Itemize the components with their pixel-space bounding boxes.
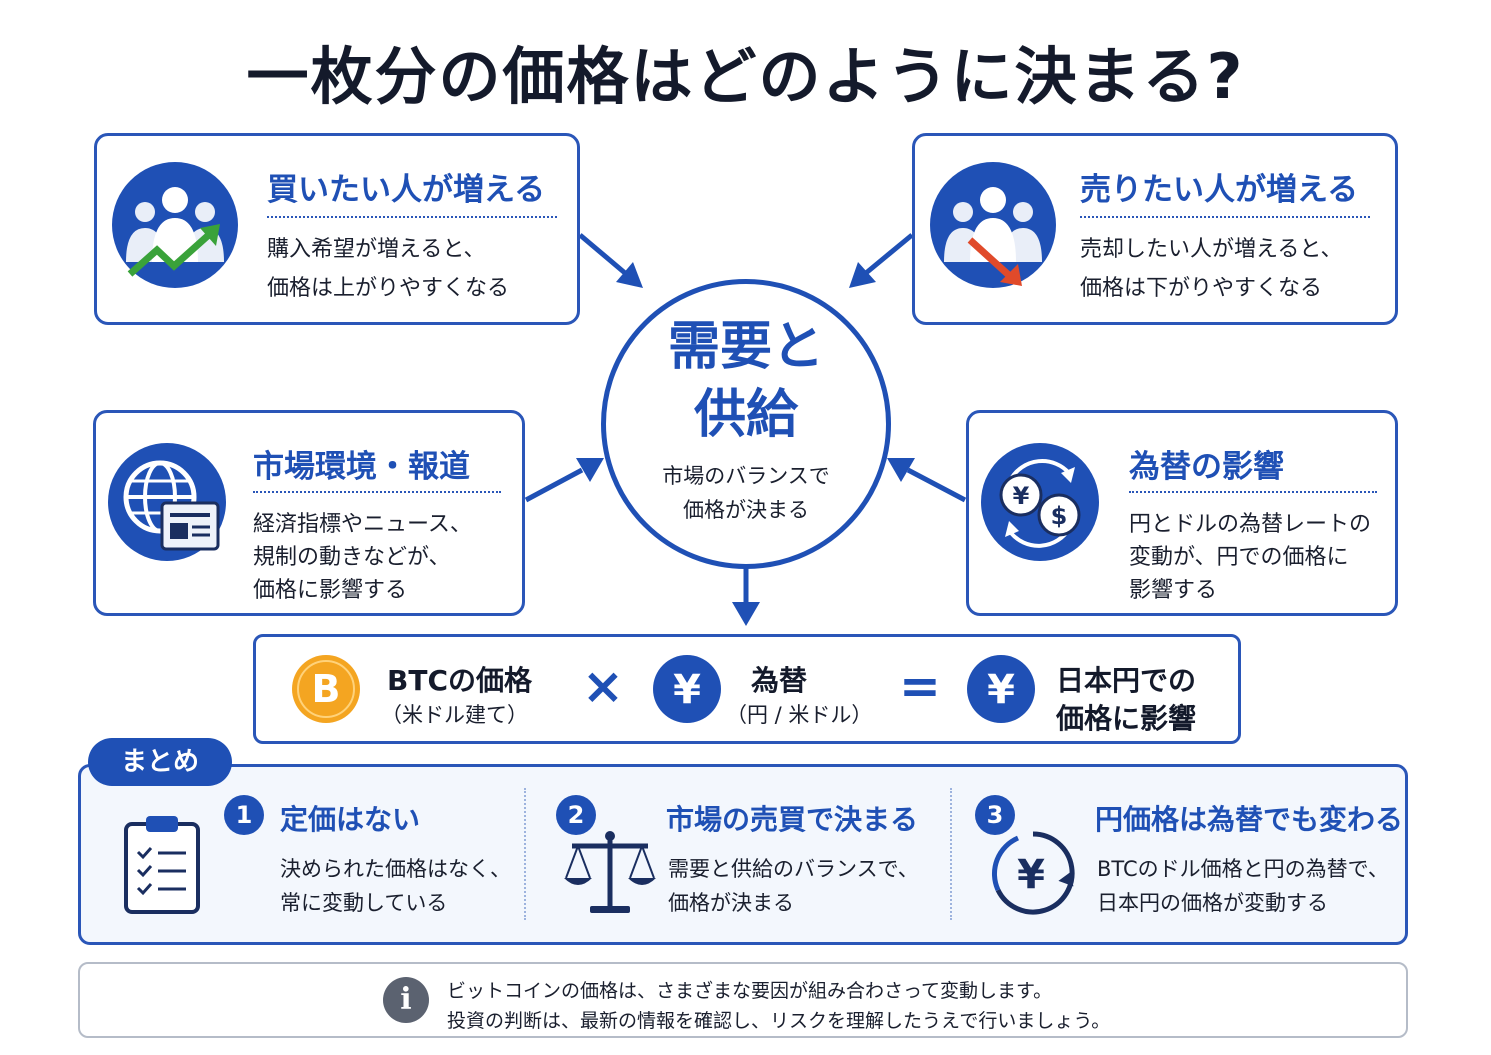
fx-card: ¥ $ 為替の影響 円とドルの為替レートの 変動が、円での価格に 影響する [966,410,1398,616]
fx-body-line2: 変動が、円での価格に [1129,545,1349,570]
equals-sign: = [899,657,941,715]
note-line1: ビットコインの価格は、さまざまな要因が組み合わさって変動します。 [447,980,1053,1002]
page-title: 一枚分の価格はどのように決まる? [246,40,1245,113]
summary-box [78,764,1408,945]
buyers-body-line1: 購入希望が増えると、 [267,237,486,262]
fx-sub: （円 / 米ドル） [726,703,873,727]
people-decline-icon [930,162,1056,288]
summary-tag: まとめ [88,738,232,786]
center-sub-line2: 価格が決まる [683,498,809,522]
arrow-market-to-center [524,458,604,503]
summary-body-1-line1: 決められた価格はなく、 [280,857,511,881]
arrow-sellers-to-center [849,233,914,288]
info-icon: i [383,977,429,1023]
buyers-card: 買いたい人が増える 購入希望が増えると、 価格は上がりやすくなる [94,133,580,325]
clipboard-checklist-icon [120,812,206,918]
sellers-title: 売りたい人が増える [1080,172,1359,208]
buyers-title: 買いたい人が増える [267,172,546,208]
arrow-center-to-formula [732,560,760,626]
people-growth-icon [112,162,238,288]
center-title-line1: 需要と [667,317,824,377]
yen-symbol-2: ¥ [987,667,1015,713]
summary-title-2: 市場の売買で決まる [666,803,919,836]
market-card: 市場環境・報道 経済指標やニュース、 規制の動きなどが、 価格に影響する [93,410,525,616]
yen-dollar-exchange-icon: ¥ $ [981,443,1099,561]
summary-divider-2 [950,788,952,920]
yen-icon: ¥ [651,653,723,725]
sellers-body-line2: 価格は下がりやすくなる [1080,276,1323,301]
sellers-card: 売りたい人が増える 売却したい人が増えると、 価格は下がりやすくなる [912,133,1398,325]
arrow-fx-to-center [887,458,967,503]
buyers-body-line2: 価格は上がりやすくなる [267,276,510,301]
market-title: 市場環境・報道 [253,449,470,485]
result-line1: 日本円での [1056,664,1197,697]
summary-title-3: 円価格は為替でも変わる [1095,803,1404,836]
summary-body-3-line1: BTCのドル価格と円の為替で、 [1097,857,1389,881]
buyers-divider [267,216,557,218]
yen-cycle-icon: ¥ [988,828,1078,918]
fx-label: 為替 [751,664,808,697]
arrow-buyers-to-center [578,233,643,288]
summary-body-1-line2: 常に変動している [280,891,448,915]
result-line2: 価格に影響 [1056,702,1197,735]
svg-text:¥: ¥ [1013,482,1030,510]
summary-body-2-line1: 需要と供給のバランスで、 [668,857,919,881]
center-sub-line1: 市場のバランスで [662,464,830,488]
summary-number-2: 2 [556,795,596,835]
yen-symbol-3: ¥ [1017,852,1045,898]
market-body-line1: 経済指標やニュース、 [253,512,472,537]
btc-price-label: BTCの価格 [387,664,532,697]
yen-result-icon: ¥ [965,653,1037,725]
fx-body-line1: 円とドルの為替レートの [1129,512,1372,537]
market-divider [253,491,501,493]
note-line2: 投資の判断は、最新の情報を確認し、リスクを理解したうえで行いましょう。 [447,1010,1111,1032]
fx-divider [1129,491,1377,493]
market-body-line3: 価格に影響する [253,578,408,603]
summary-body-3-line2: 日本円の価格が変動する [1097,891,1328,915]
bitcoin-icon: B [290,653,362,725]
summary-number-3: 3 [975,795,1015,835]
btc-price-sub: （米ドル建て） [381,703,528,727]
summary-number-1: 1 [224,795,264,835]
summary-title-1: 定価はない [280,803,421,836]
summary-body-2-line2: 価格が決まる [668,891,794,915]
fx-title: 為替の影響 [1129,449,1284,485]
supply-demand-circle: 需要と 供給 市場のバランスで 価格が決まる [601,279,891,569]
summary-divider-1 [524,788,526,920]
center-title-line2: 供給 [693,385,798,445]
balance-scale-icon [560,828,660,918]
market-body-line2: 規制の動きなどが、 [253,545,451,570]
globe-news-icon [108,443,226,561]
yen-symbol-1: ¥ [673,667,701,713]
fx-body-line3: 影響する [1129,578,1218,603]
sellers-divider [1080,216,1370,218]
multiply-sign: × [582,657,624,715]
bitcoin-symbol: B [312,667,341,711]
svg-text:$: $ [1051,502,1068,530]
disclaimer-note: i ビットコインの価格は、さまざまな要因が組み合わさって変動します。 投資の判断… [78,962,1408,1038]
sellers-body-line1: 売却したい人が増えると、 [1080,237,1343,262]
price-formula-box: B BTCの価格 （米ドル建て） × ¥ 為替 （円 / 米ドル） = ¥ 日本… [253,634,1241,744]
